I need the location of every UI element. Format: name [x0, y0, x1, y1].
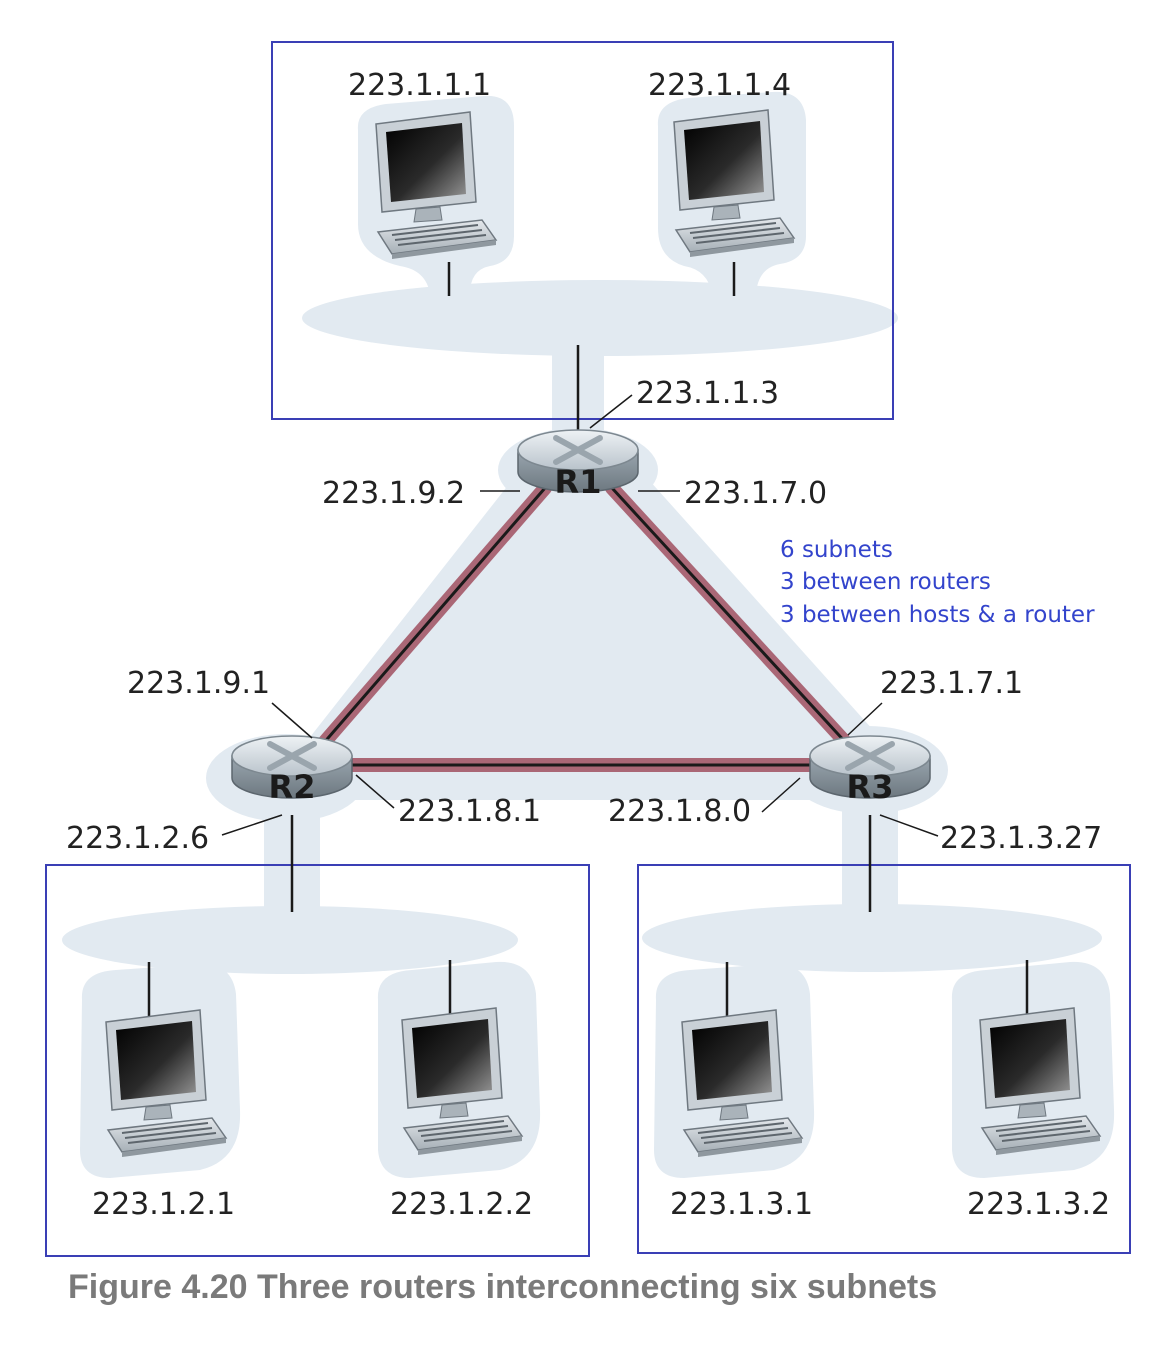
addr-host-top-right: 223.1.1.4: [648, 68, 791, 103]
note-line-2: 3 between routers: [780, 569, 991, 595]
note-line-1: 6 subnets: [780, 537, 893, 563]
addr-r3-to-r1: 223.1.7.1: [880, 666, 1023, 701]
addr-r3-subnet-iface: 223.1.3.27: [940, 821, 1102, 856]
addr-host-bl-right: 223.1.2.2: [390, 1187, 533, 1222]
addr-r1-to-r2: 223.1.9.2: [322, 476, 465, 511]
addr-r1-subnet-iface: 223.1.1.3: [636, 376, 779, 411]
router-label-r2: R2: [269, 768, 316, 806]
addr-host-br-left: 223.1.3.1: [670, 1187, 813, 1222]
note-line-3: 3 between hosts & a router: [780, 602, 1095, 628]
addr-r2-to-r3: 223.1.8.1: [398, 794, 541, 829]
addr-r3-to-r2: 223.1.8.0: [608, 794, 751, 829]
addr-host-top-left: 223.1.1.1: [348, 68, 491, 103]
addr-r1-to-r3: 223.1.7.0: [684, 476, 827, 511]
figure-caption: Figure 4.20 Three routers interconnectin…: [68, 1268, 937, 1306]
addr-host-bl-left: 223.1.2.1: [92, 1187, 235, 1222]
subnet-note: 6 subnets 3 between routers 3 between ho…: [780, 537, 1095, 628]
addr-r2-subnet-iface: 223.1.2.6: [66, 821, 209, 856]
addr-r2-to-r1: 223.1.9.1: [127, 666, 270, 701]
router-label-r3: R3: [847, 768, 894, 806]
addr-host-br-right: 223.1.3.2: [967, 1187, 1110, 1222]
router-label-r1: R1: [555, 463, 602, 501]
